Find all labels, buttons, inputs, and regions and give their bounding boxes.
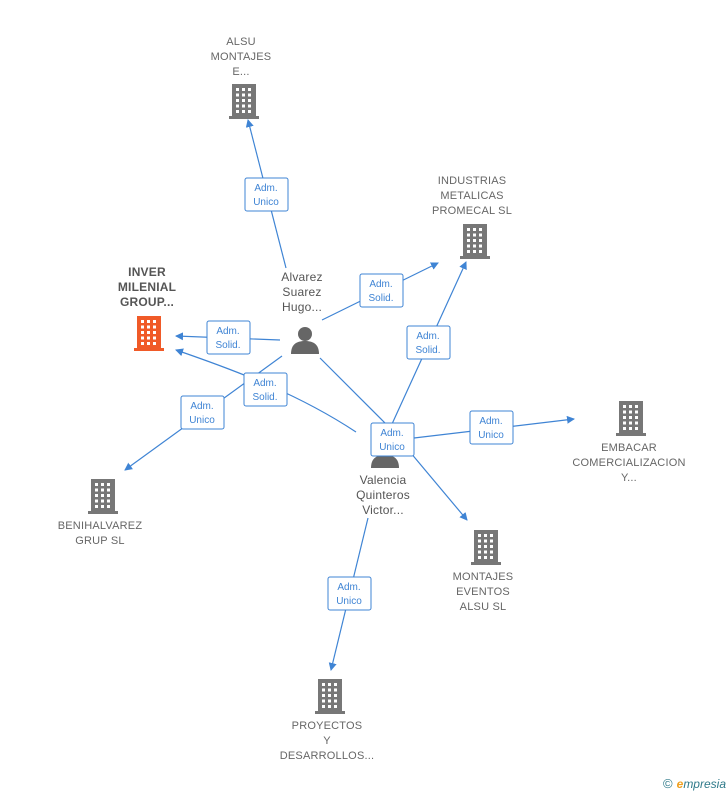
node-label-benihalvarez[interactable]: BENIHALVAREZ GRUP SL bbox=[57, 520, 143, 547]
copyright-icon: © bbox=[663, 776, 673, 791]
edge-label-proyectos: Adm. Unico bbox=[327, 576, 372, 611]
node-label-alsu-montajes[interactable]: ALSU MONTAJES E... bbox=[210, 36, 272, 78]
edge-label-text: Unico bbox=[478, 430, 504, 441]
node-label-valencia-quinteros[interactable]: Valencia Quinteros Victor... bbox=[356, 473, 410, 517]
edge-label-text: Unico bbox=[379, 442, 405, 453]
building-icon[interactable] bbox=[460, 224, 490, 259]
edge-alvarez-to-valencia bbox=[319, 357, 387, 425]
edge-label-text: Adm. bbox=[216, 326, 239, 337]
node-label-industrias-metalicas[interactable]: INDUSTRIAS METALICAS PROMECAL SL bbox=[431, 175, 513, 217]
edge-label-inver-valencia: Adm. Solid. bbox=[243, 372, 288, 407]
edge-label-text: Unico bbox=[253, 197, 279, 208]
edge-label-text: Solid. bbox=[252, 392, 277, 403]
edge-label-text: Unico bbox=[336, 596, 362, 607]
edge-label-text: Adm. bbox=[254, 183, 277, 194]
node-label-embacar[interactable]: EMBACAR COMERCIALIZACION Y... bbox=[572, 442, 686, 484]
edge-label-inver-alvarez: Adm. Solid. bbox=[206, 320, 251, 355]
node-label-montajes-eventos[interactable]: MONTAJES EVENTOS ALSU SL bbox=[452, 571, 514, 613]
edge-label-text: Solid. bbox=[368, 293, 393, 304]
edge-label-text: Adm. bbox=[337, 582, 360, 593]
building-icon-highlight[interactable] bbox=[134, 316, 164, 351]
edge-label-text: Adm. bbox=[369, 279, 392, 290]
footer-brand: ©empresia bbox=[663, 776, 726, 791]
edge-label-text: Adm. bbox=[380, 428, 403, 439]
building-icon[interactable] bbox=[471, 530, 501, 565]
edge-valencia-to-montajes bbox=[409, 451, 468, 521]
edge-label-text: Solid. bbox=[215, 340, 240, 351]
edge-label-alsu: Adm. Unico bbox=[244, 177, 289, 212]
person-icon[interactable] bbox=[291, 327, 319, 354]
edge-label-text: Adm. bbox=[190, 401, 213, 412]
edge-label-text: Unico bbox=[189, 415, 215, 426]
edge-label-benihalvarez: Adm. Unico bbox=[180, 395, 225, 430]
edge-label-text: Adm. bbox=[416, 331, 439, 342]
edge-label-industrias-valencia: Adm. Solid. bbox=[406, 325, 451, 360]
edge-label-text: Solid. bbox=[415, 345, 440, 356]
edge-label-industrias-alvarez: Adm. Solid. bbox=[359, 273, 404, 308]
building-icon[interactable] bbox=[229, 84, 259, 119]
node-label-inver-milenial[interactable]: INVER MILENIAL GROUP... bbox=[117, 265, 177, 309]
edge-label-valencia-unico: Adm. Unico bbox=[370, 422, 415, 457]
edge-label-text: Adm. bbox=[479, 416, 502, 427]
edge-label-text: Adm. bbox=[253, 378, 276, 389]
edge-label-embacar: Adm. Unico bbox=[469, 410, 514, 445]
building-icon[interactable] bbox=[88, 479, 118, 514]
node-label-proyectos-desarrollos[interactable]: PROYECTOS Y DESARROLLOS... bbox=[279, 720, 375, 762]
brand-name: mpresia bbox=[683, 777, 726, 791]
building-icon[interactable] bbox=[315, 679, 345, 714]
node-label-alvarez-suarez[interactable]: Alvarez Suarez Hugo... bbox=[281, 270, 323, 314]
brand-letter: e bbox=[676, 777, 684, 791]
building-icon[interactable] bbox=[616, 401, 646, 436]
